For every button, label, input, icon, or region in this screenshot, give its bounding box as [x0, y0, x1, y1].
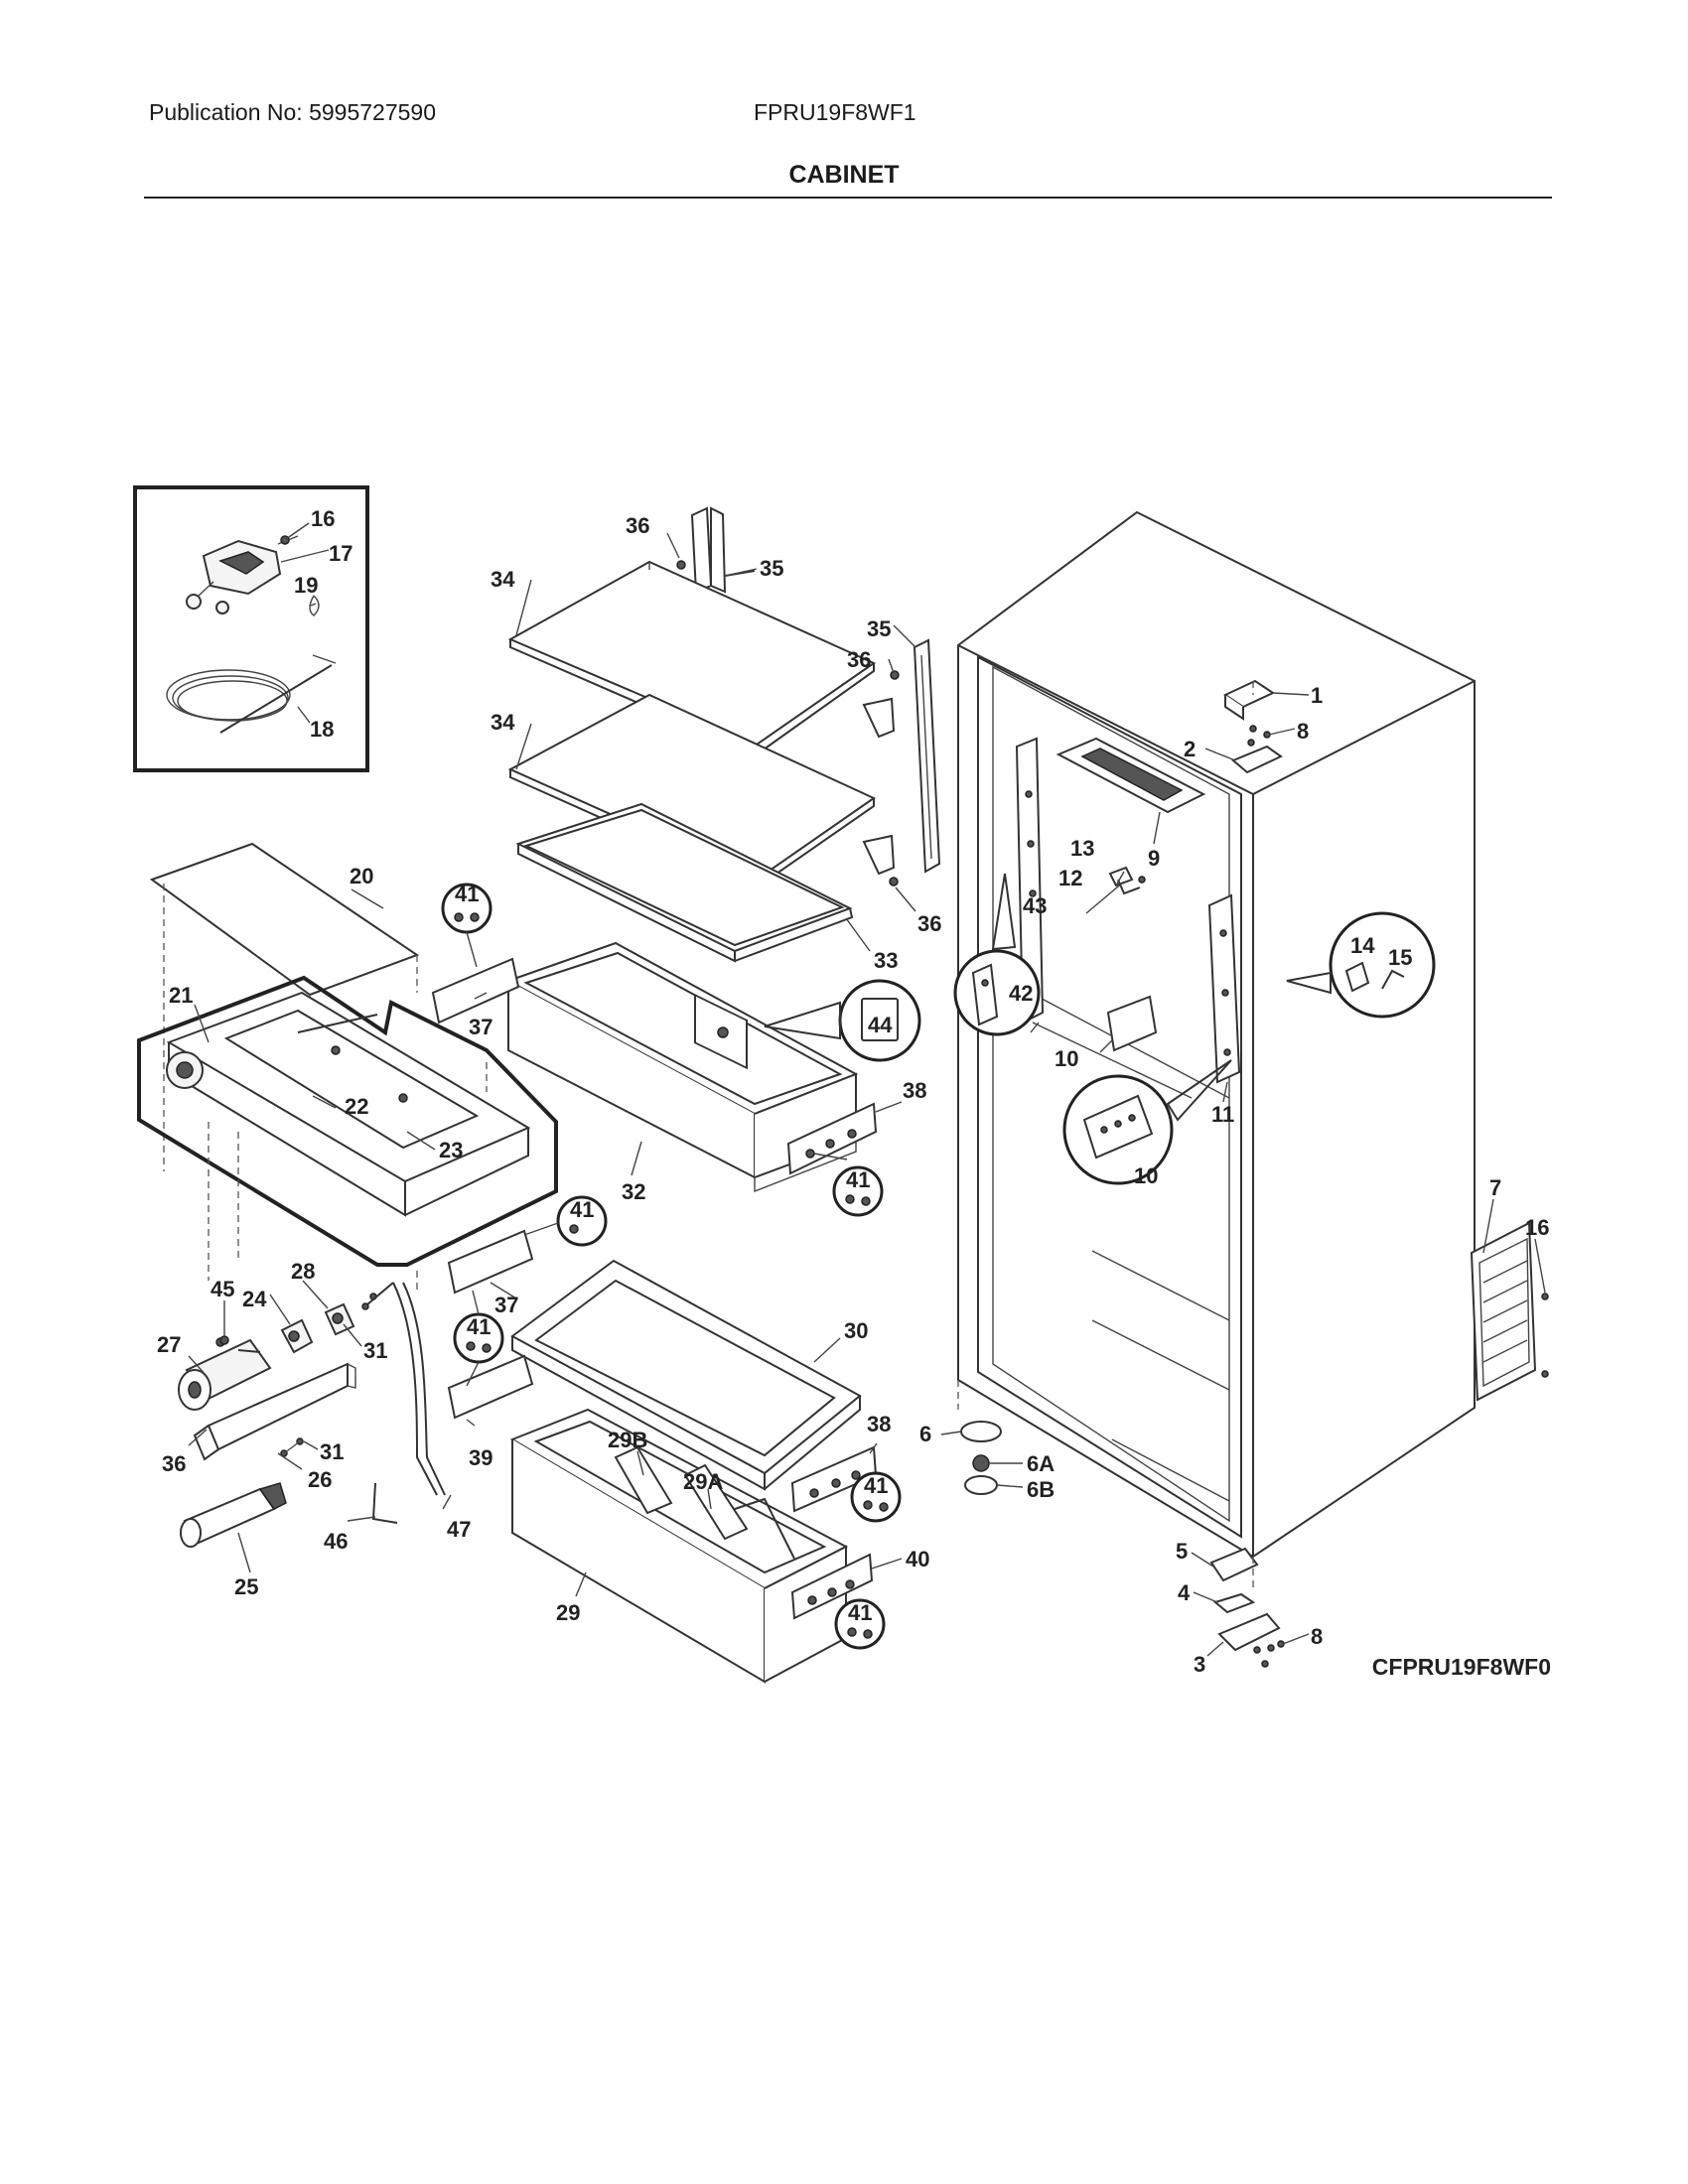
callout-38-upper: 38 [903, 1078, 926, 1103]
callout-38-lower: 38 [867, 1412, 891, 1436]
callout-36-filter: 36 [162, 1451, 186, 1476]
callout-45: 45 [211, 1277, 234, 1301]
callout-26: 26 [308, 1467, 332, 1492]
publication-number: Publication No: 5995727590 [149, 99, 437, 125]
ice-dispenser-group: 20 21 22 23 [137, 842, 558, 1291]
callout-6b: 6B [1027, 1477, 1055, 1502]
callout-16-grille: 16 [1525, 1215, 1549, 1240]
callout-35-right: 35 [867, 616, 891, 641]
callout-27: 27 [157, 1332, 181, 1357]
callout-42: 42 [1009, 981, 1033, 1006]
callout-1: 1 [1311, 683, 1323, 708]
callout-41-a: 41 [455, 882, 479, 906]
callout-29: 29 [556, 1600, 580, 1625]
callout-41-c: 41 [570, 1197, 594, 1222]
callout-30: 30 [844, 1318, 868, 1343]
callout-17: 17 [329, 541, 352, 566]
bubble-41-crisper-left: 41 [453, 1290, 504, 1387]
callout-19: 19 [294, 573, 318, 598]
bubble-41-crisper-cover: 41 [523, 1195, 608, 1247]
bubble-41-deli-cover: 41 [441, 882, 492, 968]
callout-2: 2 [1184, 737, 1196, 761]
callout-43: 43 [1023, 893, 1047, 918]
callout-28: 28 [291, 1259, 315, 1284]
bubble-41-drawer-front: 41 [834, 1598, 886, 1650]
callout-34-mid: 34 [491, 710, 515, 735]
callout-41-b: 41 [846, 1167, 870, 1192]
callout-41-d: 41 [467, 1314, 491, 1339]
callout-33: 33 [874, 948, 898, 973]
filter-housing-group: 45 24 28 31 27 36 31 26 25 46 47 [157, 1259, 471, 1599]
callout-36-right: 36 [847, 647, 871, 672]
callout-24: 24 [242, 1287, 267, 1311]
model-number: FPRU19F8WF1 [754, 99, 916, 125]
bubble-10: 10 [1062, 1059, 1232, 1188]
callout-5: 5 [1176, 1539, 1188, 1564]
callout-47: 47 [447, 1517, 471, 1542]
callout-12: 12 [1058, 866, 1082, 890]
callout-13: 13 [1070, 836, 1094, 861]
callout-41-f: 41 [848, 1600, 872, 1625]
bubble-41-crisper-front: 41 [850, 1471, 902, 1523]
callout-29b: 29B [608, 1428, 647, 1452]
callout-6a: 6A [1027, 1451, 1055, 1476]
callout-44: 44 [868, 1013, 893, 1037]
callout-3: 3 [1194, 1652, 1205, 1677]
callout-41-e: 41 [864, 1473, 888, 1498]
deli-drawer: 37 32 38 44 [431, 941, 926, 1204]
bubble-41-deli-front: 41 [832, 1165, 884, 1217]
shelf-assembly: 34 34 36 35 35 36 36 33 [491, 506, 941, 973]
callout-18: 18 [310, 717, 334, 742]
diagram-code: CFPRU19F8WF0 [1372, 1654, 1551, 1680]
callout-8-top: 8 [1297, 719, 1309, 744]
crisper-group: 37 39 30 29B 29A 29 38 40 [447, 1229, 929, 1684]
callout-37-upper: 37 [469, 1015, 492, 1039]
callout-6: 6 [919, 1422, 931, 1446]
callout-23: 23 [439, 1138, 463, 1162]
callout-35-left: 35 [760, 556, 783, 581]
callout-21: 21 [169, 983, 193, 1008]
header-rule [144, 197, 1552, 199]
callout-40: 40 [906, 1547, 929, 1571]
icemaker-kit-inset: 16 17 19 18 [133, 485, 369, 772]
callout-11: 11 [1211, 1102, 1234, 1127]
callout-9: 9 [1148, 846, 1160, 871]
callout-22: 22 [345, 1094, 368, 1119]
bubble-14-15: 14 15 [1286, 911, 1436, 1019]
callout-31-lower: 31 [320, 1439, 344, 1464]
bubble-42: 42 [953, 873, 1041, 1036]
callout-15: 15 [1388, 945, 1412, 970]
callout-29a: 29A [683, 1469, 723, 1494]
callout-34-top: 34 [491, 567, 515, 592]
callout-14: 14 [1350, 933, 1375, 958]
callout-8-bottom: 8 [1311, 1624, 1323, 1649]
callout-36-top: 36 [626, 513, 649, 538]
section-title: CABINET [788, 161, 900, 189]
callout-10-cabinet: 10 [1055, 1046, 1078, 1071]
callout-32: 32 [622, 1179, 645, 1204]
callout-20: 20 [350, 864, 373, 888]
callout-36-lower: 36 [917, 911, 941, 936]
callout-46: 46 [324, 1529, 348, 1554]
callout-25: 25 [234, 1574, 258, 1599]
callout-4: 4 [1178, 1580, 1191, 1605]
callout-31-upper: 31 [363, 1338, 387, 1363]
callout-37-lower: 37 [494, 1293, 518, 1317]
callout-16-inset: 16 [311, 506, 335, 531]
callout-7: 7 [1489, 1175, 1501, 1200]
cabinet-body: 1 8 2 9 13 12 43 10 11 6 6A 6B 5 4 3 8 7… [919, 510, 1549, 1677]
callout-39: 39 [469, 1445, 492, 1470]
callout-10-bubble: 10 [1134, 1163, 1158, 1188]
